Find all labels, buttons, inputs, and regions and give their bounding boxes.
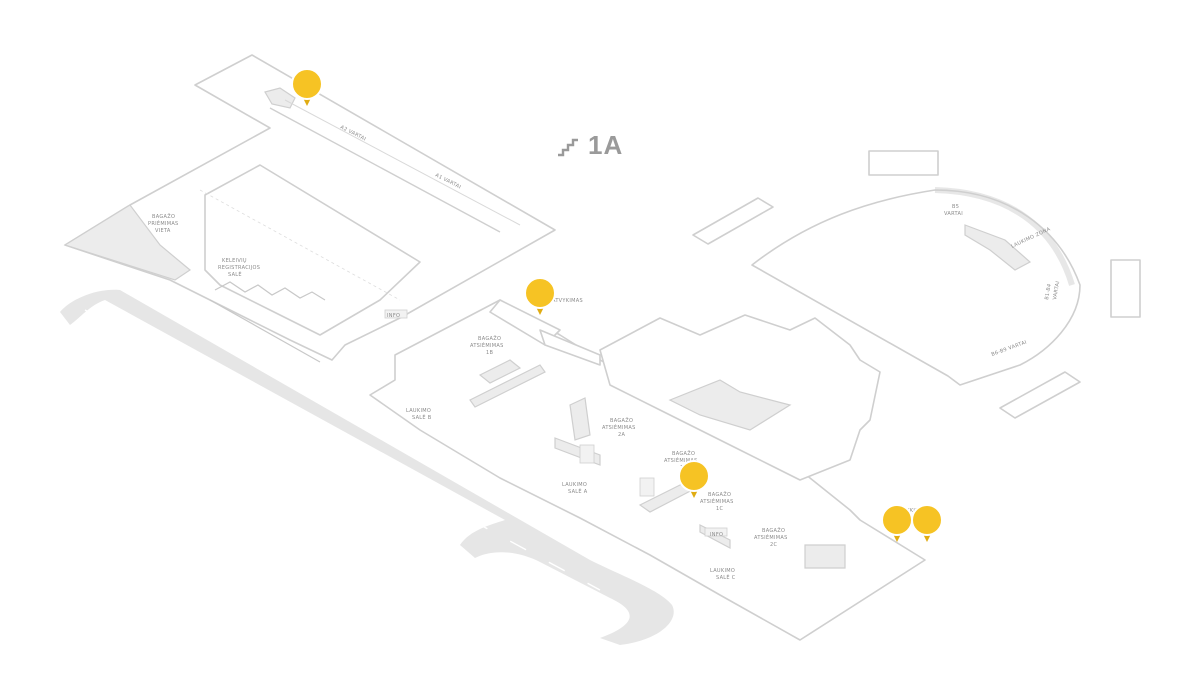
svg-text:BAGAŽO: BAGAŽO (478, 334, 501, 342)
svg-text:VIETA: VIETA (155, 228, 171, 234)
west-terminal: A2 VARTAI A1 VARTAI BAGAŽO PRIĖMIMAS VIE… (63, 54, 556, 363)
svg-text:BAGAŽO: BAGAŽO (610, 416, 633, 424)
svg-text:ATSIĖMIMAS: ATSIĖMIMAS (470, 342, 504, 349)
svg-text:SALĖ C: SALĖ C (716, 574, 736, 581)
floor-label-text: 1A (588, 130, 624, 160)
svg-text:2A: 2A (618, 432, 625, 438)
location-pin-icon[interactable] (291, 68, 323, 106)
pier-b: B5 VARTAI LAUKIMO ZONA B1-B4 VARTAI B6-B… (692, 150, 1141, 419)
svg-text:VARTAI: VARTAI (1052, 281, 1061, 301)
central-arrivals: BAGAŽO ATSIĖMIMAS 1B LAUKIMO SALĖ B BAGA… (369, 299, 926, 641)
svg-text:SALĖ B: SALĖ B (412, 414, 432, 421)
svg-text:B5: B5 (952, 204, 959, 210)
apron-road (60, 289, 674, 645)
svg-text:REGISTRACIJOS: REGISTRACIJOS (218, 265, 260, 271)
svg-text:PRIĖMIMAS: PRIĖMIMAS (148, 220, 179, 227)
svg-text:KELEIVIŲ: KELEIVIŲ (222, 258, 247, 264)
svg-text:BAGAŽO: BAGAŽO (672, 449, 695, 457)
location-pin-icon[interactable] (911, 504, 943, 542)
svg-text:INFO: INFO (387, 313, 400, 319)
location-pin-icon[interactable] (524, 277, 556, 315)
svg-text:B1-B4: B1-B4 (1044, 283, 1053, 300)
svg-text:1C: 1C (716, 506, 723, 512)
svg-text:SALĖ A: SALĖ A (568, 488, 588, 495)
checkin-desks (209, 281, 326, 363)
svg-text:LAUKIMO: LAUKIMO (710, 568, 735, 574)
svg-text:ATSIĖMIMAS: ATSIĖMIMAS (754, 534, 788, 541)
svg-text:VARTAI: VARTAI (944, 211, 963, 217)
svg-text:INFO: INFO (710, 532, 723, 538)
svg-text:LAUKIMO: LAUKIMO (406, 408, 431, 414)
svg-text:ATSIĖMIMAS: ATSIĖMIMAS (700, 498, 734, 505)
floor-indicator[interactable]: 1A (556, 130, 623, 161)
svg-text:BAGAŽO: BAGAŽO (708, 490, 731, 498)
svg-text:ATSIĖMIMAS: ATSIĖMIMAS (602, 424, 636, 431)
svg-text:LAUKIMO: LAUKIMO (562, 482, 587, 488)
svg-text:1B: 1B (486, 350, 493, 356)
svg-text:BAGAŽO: BAGAŽO (762, 526, 785, 534)
central-building (599, 314, 881, 481)
svg-text:ATSIĖMIMAS: ATSIĖMIMAS (664, 457, 698, 464)
svg-text:2C: 2C (770, 542, 777, 548)
svg-text:ATVYKIMAS: ATVYKIMAS (896, 508, 927, 514)
svg-text:SALĖ: SALĖ (228, 271, 242, 278)
svg-text:ATVYKIMAS: ATVYKIMAS (552, 298, 583, 304)
stairs-icon (558, 138, 578, 156)
svg-text:BAGAŽO: BAGAŽO (152, 212, 175, 220)
location-pin-icon[interactable] (678, 460, 710, 498)
